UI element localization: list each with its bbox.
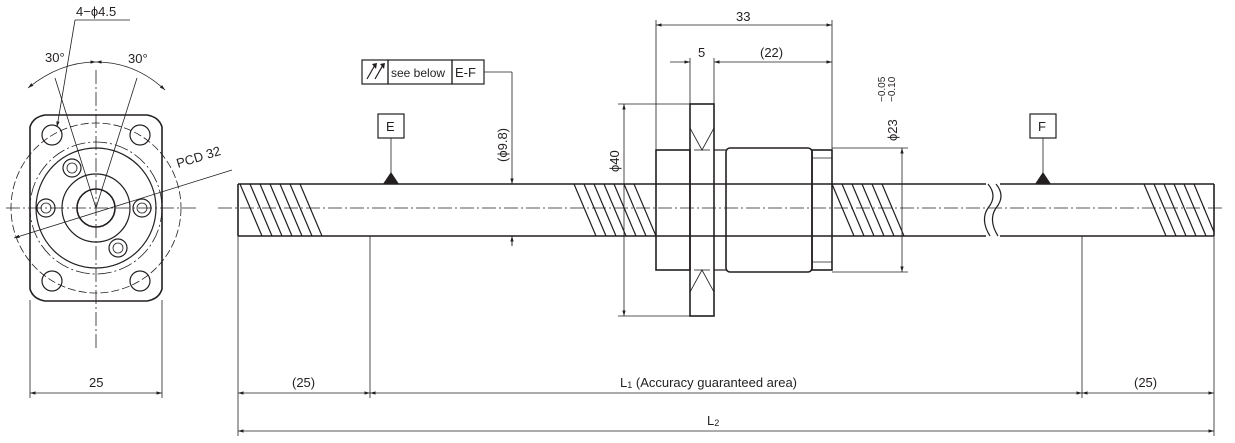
- nut-seal-right: [811, 149, 833, 271]
- datum-f-label: F: [1038, 119, 1046, 134]
- tolerance-note: see below: [391, 66, 445, 80]
- nut-body: [725, 147, 813, 273]
- angle-right-label: 30°: [128, 51, 148, 66]
- mounting-holes: [41, 124, 151, 292]
- nut-tolerance-upper: −0.05: [877, 76, 888, 102]
- runout-icon: [366, 63, 385, 80]
- nut-tolerance-lower: −0.10: [887, 76, 898, 102]
- shaft-diameter-dimension: (ϕ9.8): [495, 128, 510, 162]
- fittings: [36, 158, 152, 258]
- flange-outline: [29, 114, 163, 302]
- mounting-hole: [41, 270, 63, 292]
- width-dimension: 25: [89, 375, 103, 390]
- side-view: 33 5 (22) ϕ40 ϕ23 −0.05 −0.10 (ϕ9.8): [218, 9, 1222, 436]
- mounting-hole: [41, 124, 63, 146]
- right-margin-dimension: (25): [1134, 375, 1157, 390]
- nut-body-circle: [35, 147, 157, 269]
- ball-nut: [655, 103, 833, 317]
- hole-callout: 4−ϕ4.5: [76, 4, 116, 19]
- thread-mid-right: [831, 183, 905, 237]
- left-margin-dimension: (25): [292, 375, 315, 390]
- thread-right: [1143, 183, 1215, 237]
- l1-dimension: L1 (Accuracy guaranteed area): [620, 375, 797, 390]
- shaft-circle: [76, 188, 116, 228]
- screw-circle: [61, 173, 131, 243]
- runout-tolerance-frame: see below E-F: [361, 59, 485, 85]
- end-view: 30° 30° 4−ϕ4.5 PCD 32 25: [6, 4, 233, 398]
- thread-mid-left: [573, 183, 657, 237]
- nut-flange: [689, 103, 715, 317]
- flange-diameter-dimension: ϕ40: [607, 150, 622, 172]
- datum-f: F: [1029, 113, 1057, 184]
- thread-left: [239, 183, 323, 237]
- flange-thickness-dimension: 5: [698, 45, 705, 60]
- nut-length-dimension: 33: [736, 9, 750, 24]
- flange-outer-circle: [10, 122, 182, 294]
- pcd-label: PCD 32: [174, 143, 222, 171]
- angle-left-label: 30°: [45, 50, 65, 65]
- mounting-hole: [129, 124, 151, 146]
- nut-seal-left: [655, 149, 691, 271]
- tolerance-ref: E-F: [455, 65, 476, 80]
- datum-e: E: [377, 113, 405, 184]
- nut-diameter-dimension: ϕ23: [885, 119, 900, 141]
- pcd-circle: [29, 141, 163, 275]
- datum-e-label: E: [386, 119, 395, 134]
- nut-body-dimension: (22): [760, 45, 783, 60]
- l2-dimension: L2: [707, 413, 719, 428]
- mounting-hole: [129, 270, 151, 292]
